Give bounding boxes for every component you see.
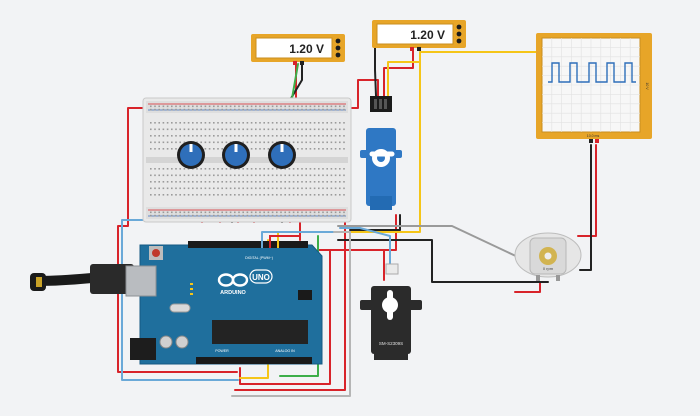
oscilloscope-trace: [548, 62, 636, 83]
wire-red-6[interactable]: [239, 214, 397, 385]
wire-blue-3[interactable]: [261, 231, 341, 241]
oscilloscope-grid: [542, 38, 640, 132]
arduino-wire-ends: [261, 235, 300, 248]
wire-red-5[interactable]: [349, 79, 379, 109]
standard-servo[interactable]: SM-S2309S: [360, 263, 422, 360]
wire-black-1[interactable]: [289, 63, 303, 101]
micro-servo[interactable]: [360, 96, 402, 210]
wire-red-11[interactable]: [577, 144, 597, 237]
servo-model-label: SM-S2309S: [379, 341, 403, 346]
wire-black-2[interactable]: [374, 45, 377, 97]
oscilloscope-volt-label: 10 V: [645, 82, 649, 90]
arduino-power-label: POWER: [215, 349, 229, 353]
oscilloscope-time-label: 10.0 ms: [587, 134, 600, 138]
wire-grey-1[interactable]: [337, 225, 521, 259]
wire-black-3[interactable]: [579, 144, 592, 271]
breadboard-holes: [150, 105, 345, 217]
oscilloscope[interactable]: 10.0 ms 10 V: [536, 33, 652, 143]
potentiometer-2[interactable]: [222, 141, 250, 169]
multimeter-1[interactable]: 1.20 V: [251, 34, 345, 65]
arduino-model: UNO: [252, 273, 270, 282]
wire-red-12[interactable]: [514, 281, 541, 293]
wire-red-10[interactable]: [383, 45, 414, 97]
dc-motor[interactable]: 0 rpm: [514, 232, 582, 281]
wire-grey-2[interactable]: [231, 231, 351, 397]
usb-cable[interactable]: [30, 264, 134, 294]
arduino-digital-label: DIGITAL (PWM~): [245, 256, 273, 260]
potentiometer-1[interactable]: [177, 141, 205, 169]
multimeter-2[interactable]: 1.20 V: [372, 20, 466, 51]
arduino-uno[interactable]: ARDUINO UNO DIGITAL (PWM~) POWER ANALOG …: [125, 241, 323, 365]
arduino-logo-icon: [217, 273, 249, 287]
wire-yellow-1[interactable]: [387, 51, 539, 97]
wire-blue-2[interactable]: [339, 227, 391, 271]
wire-black-4[interactable]: [337, 239, 549, 283]
arduino-analog-label: ANALOG IN: [275, 349, 295, 353]
potentiometer-3[interactable]: [268, 141, 296, 169]
multimeter-2-reading: 1.20 V: [410, 28, 445, 42]
multimeter-1-reading: 1.20 V: [289, 42, 324, 56]
arduino-brand: ARDUINO: [220, 290, 246, 296]
motor-rpm-label: 0 rpm: [543, 266, 554, 271]
